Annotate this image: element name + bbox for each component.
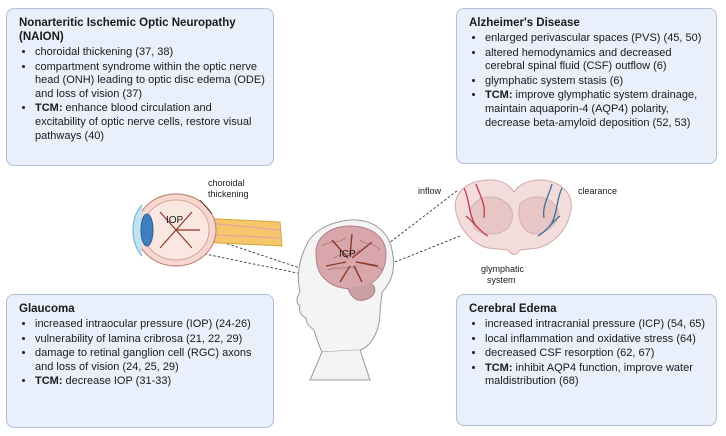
naion-box: Nonarteritic Ischemic Optic Neuropathy (… (6, 8, 274, 166)
glaucoma-list: increased intraocular pressure (IOP) (24… (19, 318, 265, 389)
naion-list: choroidal thickening (37, 38) compartmen… (19, 46, 265, 143)
label-inflow: inflow (418, 186, 442, 196)
list-item: increased intraocular pressure (IOP) (24… (35, 318, 265, 332)
list-item: glymphatic system stasis (6) (485, 75, 708, 89)
naion-title: Nonarteritic Ischemic Optic Neuropathy (… (19, 17, 236, 43)
list-item: decreased CSF resorption (62, 67) (485, 347, 708, 361)
list-item: choroidal thickening (37, 38) (35, 46, 265, 60)
list-item: local inflammation and oxidative stress … (485, 333, 708, 347)
tcm-label: TCM: (485, 89, 513, 102)
brain-cross-section (454, 179, 572, 255)
list-item: altered hemodynamics and decreased cereb… (485, 47, 708, 74)
list-item: damage to retinal ganglion cell (RGC) ax… (35, 347, 265, 374)
list-item: vulnerability of lamina cribrosa (21, 22… (35, 333, 265, 347)
list-item: compartment syndrome within the optic ne… (35, 61, 265, 102)
eye-illustration (132, 193, 283, 267)
label-clearance: clearance (578, 186, 618, 196)
list-item: enlarged perivascular spaces (PVS) (45, … (485, 32, 708, 46)
cerebral-edema-title: Cerebral Edema (469, 303, 557, 315)
tcm-text: enhance blood circulation and excitabili… (35, 102, 252, 142)
list-item-tcm: TCM: inhibit AQP4 function, improve wate… (485, 362, 708, 389)
alzheimers-title: Alzheimer's Disease (469, 17, 580, 29)
tcm-text: inhibit AQP4 function, improve water mal… (485, 361, 693, 388)
tcm-label: TCM: (485, 361, 513, 374)
tcm-text: decrease IOP (31-33) (62, 375, 172, 388)
tcm-text: improve glymphatic system drainage, main… (485, 89, 698, 129)
list-item-tcm: TCM: decrease IOP (31-33) (35, 375, 265, 389)
cerebral-edema-list: increased intracranial pressure (ICP) (5… (469, 318, 708, 389)
label-system: system (487, 275, 516, 285)
label-thickening: thickening (208, 189, 249, 199)
list-item-tcm: TCM: improve glymphatic system drainage,… (485, 89, 708, 130)
list-item: increased intracranial pressure (ICP) (5… (485, 318, 708, 332)
tcm-label: TCM: (35, 102, 63, 115)
list-item-tcm: TCM: enhance blood circulation and excit… (35, 102, 265, 143)
glaucoma-box: Glaucoma increased intraocular pressure … (6, 294, 274, 428)
brain-illustration (315, 225, 387, 301)
label-icp: ICP (339, 249, 356, 260)
label-choroidal: choroidal (208, 178, 245, 188)
dashed-connectors (199, 189, 461, 277)
alzheimers-box: Alzheimer's Disease enlarged perivascula… (456, 8, 717, 164)
alzheimers-list: enlarged perivascular spaces (PVS) (45, … (469, 32, 708, 130)
label-iop: IOP (166, 215, 184, 226)
label-glymphatic: glymphatic (481, 264, 525, 274)
tcm-label: TCM: (35, 375, 63, 388)
cerebral-edema-box: Cerebral Edema increased intracranial pr… (456, 294, 717, 426)
glaucoma-title: Glaucoma (19, 303, 75, 315)
